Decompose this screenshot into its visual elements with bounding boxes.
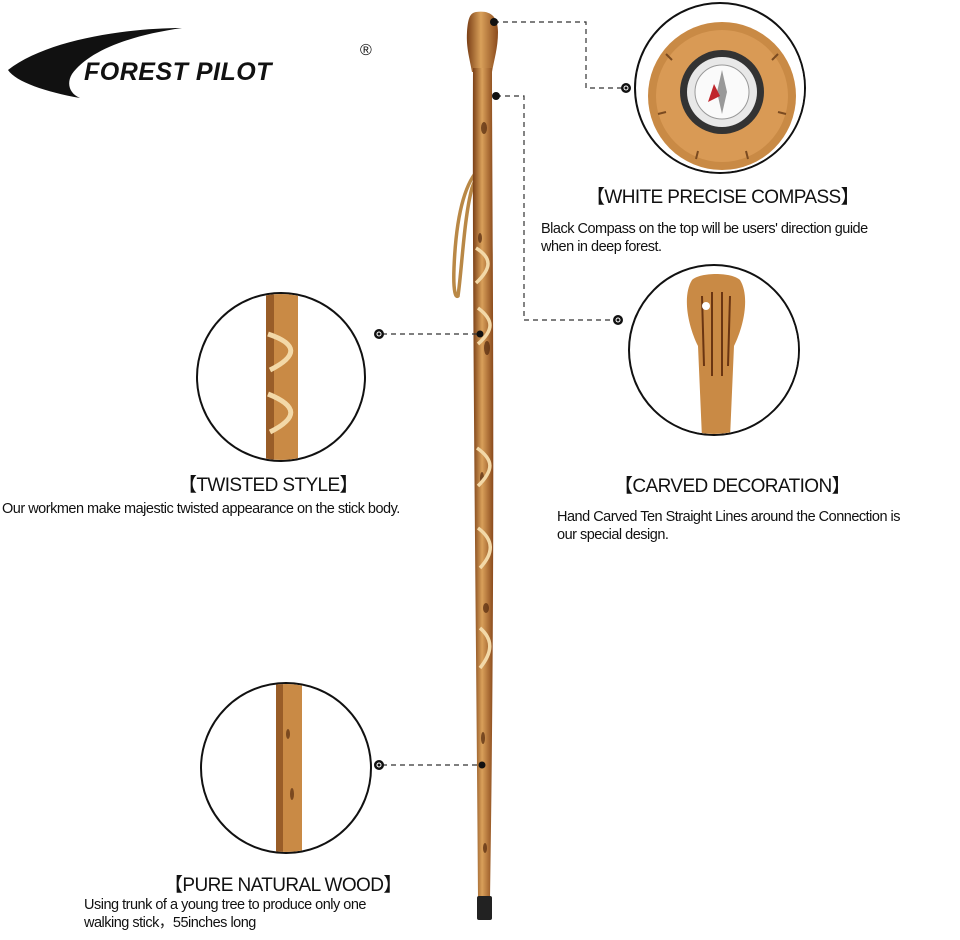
registered-mark: ® bbox=[360, 42, 372, 59]
compass-title: 【WHITE PRECISE COMPASS】 bbox=[586, 187, 860, 208]
rubber-tip bbox=[477, 896, 492, 920]
twisted-detail-image bbox=[196, 292, 366, 462]
stick-spiral bbox=[474, 246, 492, 670]
natural-wood-description: Using trunk of a young tree to produce o… bbox=[84, 896, 464, 932]
carved-title: 【CARVED DECORATION】 bbox=[614, 476, 851, 497]
compass-description: Black Compass on the top will be users' … bbox=[541, 220, 951, 256]
carved-description: Hand Carved Ten Straight Lines around th… bbox=[557, 508, 957, 544]
compass-desc-line1: Black Compass on the top will be users' … bbox=[541, 221, 868, 237]
carved-desc-line1: Hand Carved Ten Straight Lines around th… bbox=[557, 509, 901, 525]
natural-desc-line1: Using trunk of a young tree to produce o… bbox=[84, 897, 367, 913]
twisted-description: Our workmen make majestic twisted appear… bbox=[2, 500, 502, 518]
stick-knob bbox=[466, 11, 498, 72]
brand-logo: FOREST PILOT ® bbox=[6, 22, 386, 102]
natural-wood-title: 【PURE NATURAL WOOD】 bbox=[164, 875, 402, 896]
brand-name: FOREST PILOT bbox=[84, 58, 272, 86]
compass-detail-image bbox=[634, 2, 806, 174]
carved-detail-image bbox=[628, 264, 800, 436]
compass-desc-line2: when in deep forest. bbox=[541, 239, 662, 255]
twisted-title: 【TWISTED STYLE】 bbox=[178, 475, 359, 496]
twisted-desc-line1: Our workmen make majestic twisted appear… bbox=[2, 501, 400, 517]
swoosh-icon bbox=[8, 28, 182, 98]
carved-desc-line2: our special design. bbox=[557, 527, 669, 543]
walking-stick bbox=[440, 8, 530, 928]
natural-desc-line2: walking stick，55inches long bbox=[84, 915, 256, 931]
natural-wood-detail-image bbox=[200, 682, 372, 854]
